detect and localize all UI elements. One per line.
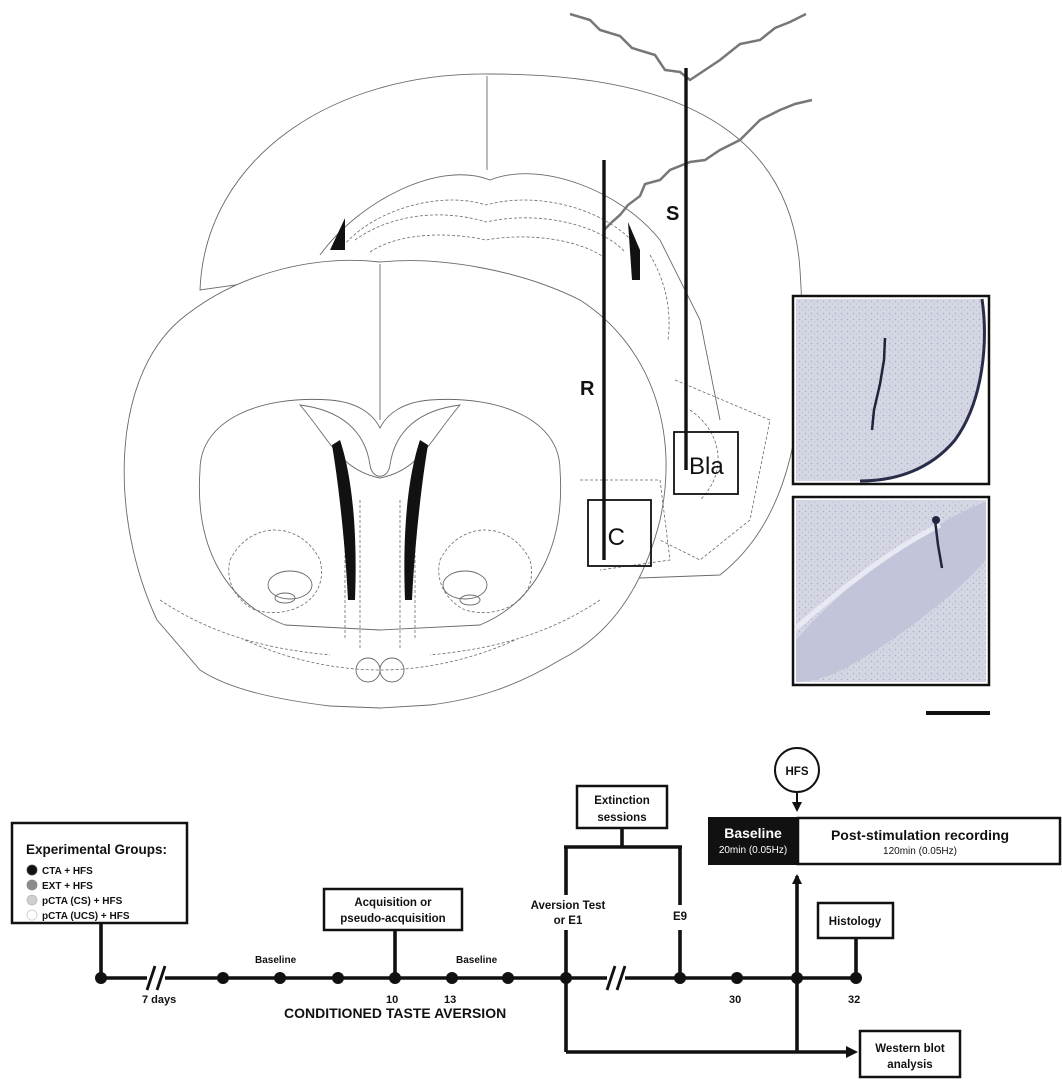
ic-region-label: IC [601, 524, 625, 551]
group-color-dot [27, 865, 37, 875]
day-marker [446, 972, 458, 984]
group-item: pCTA (UCS) + HFS [27, 910, 130, 922]
e9-label: E9 [673, 911, 687, 923]
group-item: pCTA (CS) + HFS [27, 895, 123, 907]
brain-atlas-figure: S R Bla IC [124, 14, 990, 713]
group-color-dot [27, 910, 37, 920]
post-stimulation-sub: 120min (0.05Hz) [883, 846, 957, 857]
svg-text:pCTA (UCS) + HFS: pCTA (UCS) + HFS [42, 911, 130, 922]
day-marker [217, 972, 229, 984]
baseline-label-2: Baseline [456, 955, 498, 966]
extinction-label-line1: Extinction [594, 795, 650, 807]
stimulating-electrode-wire [570, 14, 806, 80]
svg-text:pCTA (CS) + HFS: pCTA (CS) + HFS [42, 896, 123, 907]
group-color-dot [27, 895, 37, 905]
day-marker [274, 972, 286, 984]
bla-region-label: Bla [689, 453, 724, 480]
svg-text:CTA + HFS: CTA + HFS [42, 866, 93, 877]
aversion-test-label-line1: Aversion Test [531, 900, 606, 912]
day-marker [731, 972, 743, 984]
acquisition-label-line1: Acquisition or [354, 897, 432, 909]
post-stimulation-title: Post-stimulation recording [831, 827, 1009, 843]
day-marker [332, 972, 344, 984]
recording-electrode-wire [604, 100, 812, 230]
recording-bar: Baseline 20min (0.05Hz) Post-stimulation… [709, 818, 1060, 864]
histology-image-ic [793, 497, 989, 685]
day-marker [95, 972, 107, 984]
recording-electrode-label: R [580, 378, 595, 400]
hfs-label: HFS [786, 766, 809, 778]
baseline-recording-sub: 20min (0.05Hz) [719, 845, 787, 856]
tick-label-32: 32 [848, 994, 860, 1006]
baseline-recording-title: Baseline [724, 825, 782, 841]
experimental-timeline: Experimental Groups: CTA + HFS EXT + HFS… [12, 748, 1060, 1077]
baseline-label-1: Baseline [255, 955, 297, 966]
aversion-test-label-line2: or E1 [554, 915, 583, 927]
tick-label-30: 30 [729, 994, 741, 1006]
histology-label: Histology [829, 916, 882, 928]
histology-image-bla [793, 296, 989, 484]
tick-label-7-days: 7 days [142, 994, 176, 1006]
stimulating-electrode-label: S [666, 203, 679, 225]
experimental-groups-title: Experimental Groups: [26, 842, 167, 857]
acquisition-label-line2: pseudo-acquisition [340, 913, 445, 925]
extinction-label-line2: sessions [597, 812, 646, 824]
western-blot-label-line2: analysis [887, 1059, 932, 1071]
day-marker [502, 972, 514, 984]
section-title: CONDITIONED TASTE AVERSION [284, 1005, 506, 1021]
svg-text:EXT + HFS: EXT + HFS [42, 881, 93, 892]
experimental-groups-box: Experimental Groups: CTA + HFS EXT + HFS… [12, 823, 187, 923]
axis-break-1 [147, 965, 165, 991]
axis-break-2 [607, 965, 625, 991]
western-blot-label-line1: Western blot [875, 1043, 945, 1055]
anterior-brain-section [124, 260, 670, 708]
group-color-dot [27, 880, 37, 890]
